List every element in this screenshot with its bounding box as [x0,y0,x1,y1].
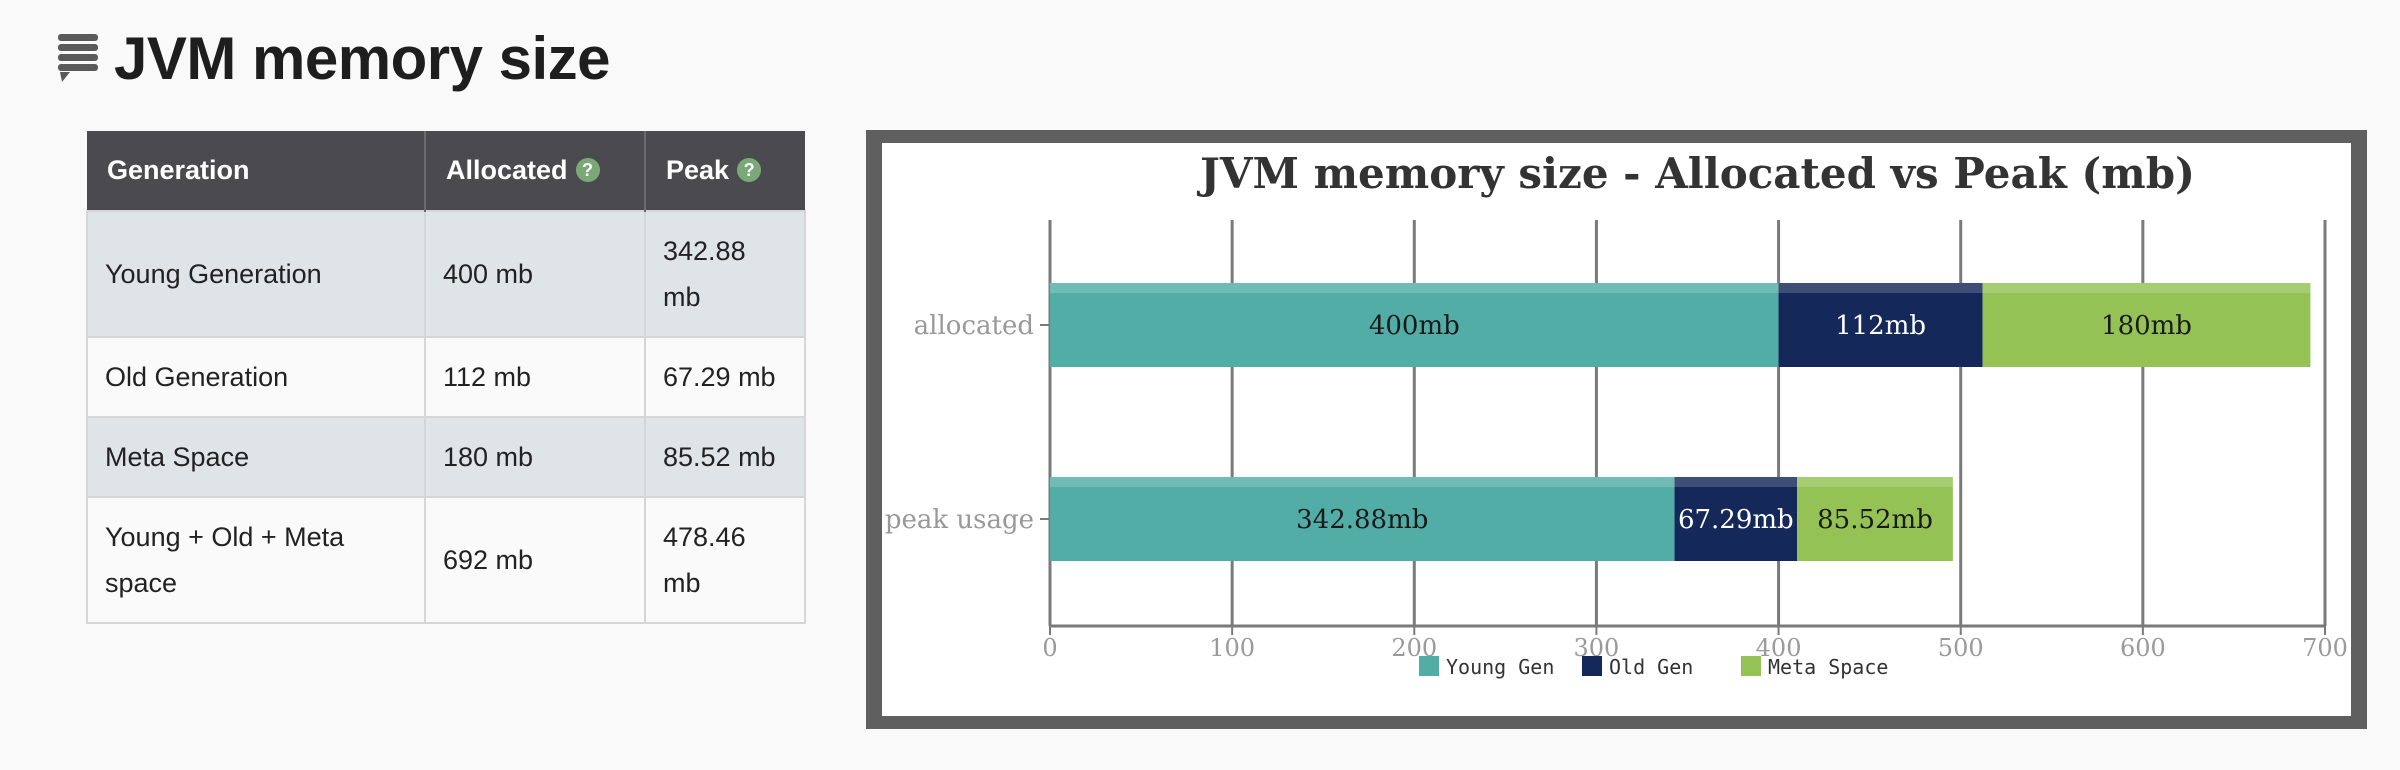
cell-generation: Young + Old + Meta space [86,496,426,624]
bar-segment [1050,477,1675,561]
cell-allocated: 112 mb [424,336,646,418]
column-header-peak: Peak? [645,131,805,211]
table-row: Old Generation 112 mb 67.29 mb [86,336,806,418]
bar-highlight [1674,477,1798,487]
table-row: Young + Old + Meta space 692 mb 478.46 m… [86,496,806,624]
chart-frame: JVM memory size - Allocated vs Peak (mb)… [866,130,2367,729]
legend-label: Meta Space [1768,655,1888,679]
data-label: 85.52mb [1817,505,1933,535]
cell-generation: Young Generation [86,210,426,338]
legend-label: Old Gen [1609,655,1693,679]
bar-segment [1982,283,2311,367]
x-tick-label: 500 [1938,634,1984,662]
help-icon[interactable]: ? [575,157,600,182]
bar-highlight [1050,283,1779,293]
legend-swatch [1741,656,1761,676]
column-header-generation: Generation [87,131,426,211]
data-label: 400mb [1369,311,1460,341]
bar-highlight [1050,477,1675,487]
x-tick-label: 400 [1756,634,1802,662]
bar-segment [1797,477,1953,561]
column-header-allocated: Allocated? [425,131,646,211]
cell-generation: Old Generation [86,336,426,418]
data-label: 342.88mb [1296,505,1428,535]
chart-title: JVM memory size - Allocated vs Peak (mb) [1196,149,2195,198]
cell-peak: 478.46 mb [644,496,806,624]
x-tick-label: 100 [1209,634,1255,662]
legend-swatch [1419,656,1439,676]
data-label: 67.29mb [1678,505,1794,535]
comment-list-icon [58,34,98,82]
x-tick-label: 700 [2302,634,2348,662]
y-category-label: peak usage [885,505,1034,535]
cell-allocated: 400 mb [424,210,646,338]
bar-highlight [1982,283,2311,293]
bar-highlight [1797,477,1953,487]
help-icon[interactable]: ? [737,157,762,182]
bar-segment [1050,283,1779,367]
memory-chart: JVM memory size - Allocated vs Peak (mb)… [885,149,2348,679]
cell-peak: 67.29 mb [644,336,806,418]
cell-peak: 342.88 mb [644,210,806,338]
table-row: Meta Space 180 mb 85.52 mb [86,416,806,498]
chart-panel: JVM memory size - Allocated vs Peak (mb)… [882,143,2351,716]
bar-highlight [1778,283,1983,293]
cell-generation: Meta Space [86,416,426,498]
page-heading: JVM memory size [56,22,611,94]
legend-label: Young Gen [1446,655,1554,679]
x-tick-label: 600 [2120,634,2166,662]
cell-allocated: 180 mb [424,416,646,498]
bar-segment [1778,283,1983,367]
cell-peak: 85.52 mb [644,416,806,498]
data-label: 180mb [2101,311,2192,341]
page-title: JVM memory size [114,24,611,92]
cell-allocated: 692 mb [424,496,646,624]
memory-table: Generation Allocated? Peak? Young Genera… [86,131,806,624]
legend-swatch [1582,656,1602,676]
data-label: 112mb [1835,311,1926,341]
table-row: Young Generation 400 mb 342.88 mb [86,210,806,338]
y-category-label: allocated [914,311,1034,341]
table-header-row: Generation Allocated? Peak? [87,131,805,211]
bar-segment [1674,477,1798,561]
x-tick-label: 0 [1042,634,1057,662]
